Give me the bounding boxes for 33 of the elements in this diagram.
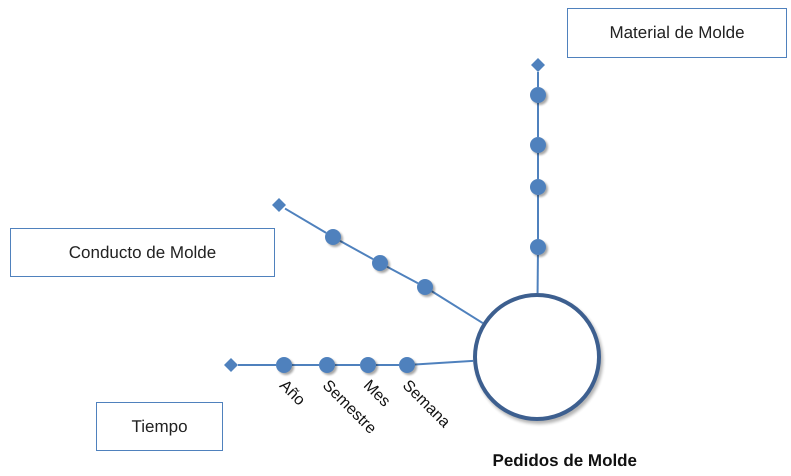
axis-line [536, 255, 539, 294]
axis-end-diamond [272, 198, 286, 212]
dimension-label-box: Material de Molde [567, 8, 787, 58]
axis-line [335, 364, 360, 366]
level-dot [530, 137, 546, 153]
axis-line [292, 364, 319, 366]
axis-line [238, 364, 276, 366]
axis-line [537, 103, 539, 137]
axis-line [537, 195, 539, 239]
dimension-label-box: Conducto de Molde [10, 228, 275, 277]
axis-line [376, 364, 399, 366]
dimension-label-box: Tiempo [96, 402, 223, 451]
axis-line [537, 72, 539, 87]
axis-line [284, 208, 327, 234]
level-dot [360, 357, 376, 373]
level-dot [325, 229, 341, 245]
level-dot [319, 357, 335, 373]
level-dot [372, 255, 388, 271]
level-dot [530, 179, 546, 195]
level-dot [417, 279, 433, 295]
axis-line [340, 240, 374, 260]
level-dot [399, 357, 415, 373]
level-dot [530, 239, 546, 255]
axis-line [537, 153, 539, 179]
axis-line [414, 360, 474, 366]
axis-line [431, 290, 484, 324]
fact-title: Pedidos de Molde [492, 451, 638, 471]
axis-end-diamond [224, 358, 238, 372]
axis-line [386, 266, 418, 284]
axis-end-diamond [531, 58, 545, 72]
level-dot [276, 357, 292, 373]
level-label: Año [275, 377, 308, 410]
level-dot [530, 87, 546, 103]
